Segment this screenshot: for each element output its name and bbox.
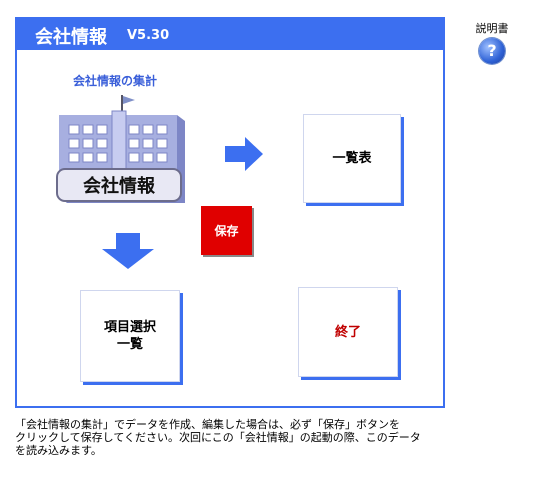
item-select-label: 項目選択 一覧 — [104, 319, 156, 353]
aggregation-label: 会社情報の集計 — [73, 74, 158, 88]
help-icon: ? — [479, 38, 505, 64]
footer-line2: クリックして保存してください。次回にこの「会社情報」の起動の際、このデータ — [15, 431, 421, 444]
save-button[interactable]: 保存 — [201, 206, 252, 255]
building-icon — [56, 95, 185, 203]
company-icon-label: 会社情報 — [83, 175, 156, 197]
arrow-right-icon — [225, 137, 263, 171]
item-select-line2: 一覧 — [116, 337, 143, 352]
version-label: V5.30 — [127, 28, 170, 43]
arrow-down-icon — [102, 233, 154, 269]
help-button[interactable]: 説明書 ? — [472, 20, 512, 64]
footer-line1: 「会社情報の集計」でデータを作成、編集した場合は、必ず「保存」ボタンを — [15, 418, 400, 431]
footer-note: 「会社情報の集計」でデータを作成、編集した場合は、必ず「保存」ボタンを クリック… — [15, 418, 455, 457]
item-select-line1: 項目選択 — [103, 320, 156, 335]
app-title: 会社情報 — [35, 27, 107, 48]
item-select-list-button[interactable]: 項目選択 一覧 — [80, 290, 180, 382]
help-label: 説明書 — [475, 22, 509, 35]
exit-button[interactable]: 終了 — [298, 287, 398, 377]
title-bar: 会社情報 V5.30 — [17, 19, 443, 50]
company-info-button[interactable]: 会社情報 — [55, 95, 188, 212]
list-button[interactable]: 一覧表 — [303, 114, 401, 203]
footer-line3: を読み込みます。 — [15, 444, 102, 457]
